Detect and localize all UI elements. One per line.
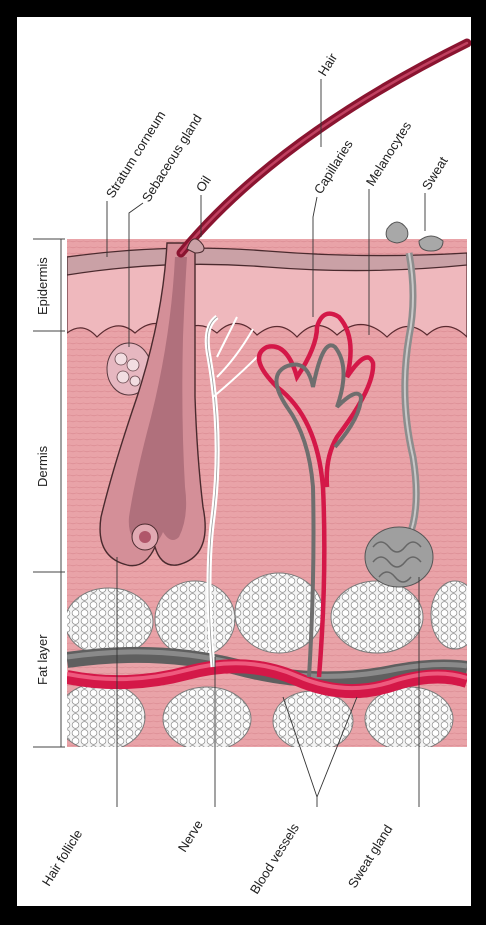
sweat-drop-1 — [386, 222, 408, 243]
capillaries-label: Capillaries — [311, 137, 356, 197]
sweat-gland-coil — [365, 527, 433, 587]
sweat-gland-label: Sweat gland — [345, 822, 396, 891]
nerve-label: Nerve — [175, 817, 206, 854]
oil-label: Oil — [193, 173, 214, 195]
dermis-label: Dermis — [35, 445, 50, 487]
melanocytes-label: Melanocytes — [363, 118, 415, 188]
fat-layer-label: Fat layer — [35, 634, 50, 685]
epidermis-label: Epidermis — [35, 257, 50, 315]
sweat-drop-2 — [419, 236, 443, 251]
diagram-frame: Epidermis Dermis Fat layer Stratum corne… — [17, 17, 471, 906]
skin-cross-section-diagram: Epidermis Dermis Fat layer Stratum corne… — [17, 17, 471, 906]
hair-label: Hair — [315, 50, 341, 79]
tissue-block — [57, 239, 471, 751]
sweat-label: Sweat — [419, 154, 451, 193]
hair-follicle-label: Hair follicle — [39, 827, 85, 889]
blood-vessels-label: Blood vessels — [247, 820, 302, 896]
